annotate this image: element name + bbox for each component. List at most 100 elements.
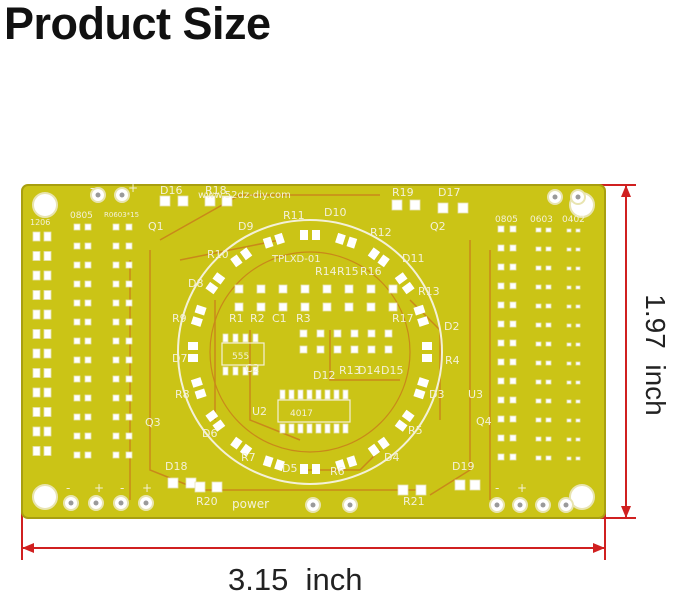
ring-led-pad <box>413 304 426 316</box>
smd-pad <box>43 270 52 281</box>
smd-pad <box>497 358 505 366</box>
ring-led-pad <box>367 247 381 261</box>
silkscreen-ref-label: D11 <box>402 252 424 265</box>
terminal-drill <box>143 500 149 506</box>
smd-pad <box>306 389 313 400</box>
smd-pad <box>125 261 133 269</box>
ring-led-pad <box>274 232 285 245</box>
smd-pad <box>535 246 542 252</box>
silkscreen-polarity-mark: + <box>128 181 138 195</box>
silkscreen-pad-size: 0603 <box>530 215 553 225</box>
ring-led-pad <box>194 388 207 400</box>
smd-pad <box>333 389 340 400</box>
smd-pad <box>43 309 52 320</box>
smd-pad <box>344 284 354 294</box>
smd-pad <box>509 282 517 290</box>
silkscreen-ref-label: R11 <box>283 209 305 222</box>
smd-pad <box>535 379 542 385</box>
silkscreen-website: www.52dz-diy.com <box>198 190 291 201</box>
smd-pad <box>509 453 517 461</box>
smd-pad <box>545 341 552 347</box>
smd-pad <box>575 247 581 252</box>
silkscreen-ref-label: D7 <box>172 352 187 365</box>
smd-pad <box>497 282 505 290</box>
smd-pad <box>367 345 376 354</box>
smd-pad <box>232 366 239 376</box>
smd-pad <box>454 479 466 491</box>
smd-pad <box>43 446 52 456</box>
smd-pad <box>84 394 92 402</box>
smd-pad <box>566 342 572 347</box>
smd-pad <box>43 426 52 437</box>
smd-pad <box>509 263 517 271</box>
smd-pad <box>397 484 409 496</box>
smd-pad <box>297 389 304 400</box>
smd-pad <box>566 361 572 366</box>
led-ring-outline <box>177 219 443 485</box>
smd-pad <box>73 451 81 459</box>
smd-pad <box>575 399 581 404</box>
smd-pad <box>125 432 133 440</box>
silkscreen-ref-label: R13 <box>418 285 440 298</box>
smd-pad <box>43 231 52 242</box>
smd-pad <box>535 341 542 347</box>
smd-pad <box>32 446 41 456</box>
terminal-drill <box>95 192 101 198</box>
ring-led-pad <box>205 409 219 423</box>
smd-pad <box>324 389 331 400</box>
smd-pad <box>545 322 552 328</box>
smd-pad <box>350 345 359 354</box>
silkscreen-ref-label: Q2 <box>430 220 446 233</box>
smd-pad <box>125 413 133 421</box>
smd-pad <box>300 302 310 312</box>
silkscreen-ref-label: R7 <box>241 451 256 464</box>
smd-pad <box>509 396 517 404</box>
smd-pad <box>112 280 120 288</box>
smd-pad <box>545 379 552 385</box>
silkscreen-ref-label: R15 <box>337 265 359 278</box>
ring-led-pad <box>401 281 415 295</box>
smd-pad <box>535 303 542 309</box>
ring-led-pad <box>300 230 308 240</box>
terminal-drill <box>517 502 523 508</box>
smd-pad <box>112 451 120 459</box>
smd-pad <box>575 266 581 271</box>
smd-pad <box>278 302 288 312</box>
silkscreen-pad-size: 1206 <box>30 218 50 227</box>
smd-pad <box>333 329 342 338</box>
smd-pad <box>575 361 581 366</box>
silkscreen-pad-size: 0402 <box>562 215 585 225</box>
silkscreen-ref-label: C1 <box>272 312 287 325</box>
silkscreen-ref-label: R8 <box>175 388 190 401</box>
smd-pad <box>297 423 304 434</box>
smd-pad <box>234 302 244 312</box>
silkscreen-ref-label: D19 <box>452 460 474 473</box>
copper-trace <box>329 330 400 381</box>
smd-pad <box>32 231 41 242</box>
smd-pad <box>535 284 542 290</box>
smd-pad <box>566 437 572 442</box>
smd-pad <box>204 195 216 207</box>
smd-pad <box>497 263 505 271</box>
silkscreen-polarity-mark: - <box>120 481 124 495</box>
terminal-drill <box>563 502 569 508</box>
smd-pad <box>73 223 81 231</box>
ring-led-pad <box>239 443 253 457</box>
smd-pad <box>73 299 81 307</box>
smd-pad <box>84 432 92 440</box>
smd-pad <box>366 302 376 312</box>
smd-pad <box>497 377 505 385</box>
ring-led-pad <box>188 354 198 362</box>
smd-pad <box>322 302 332 312</box>
silkscreen-ref-label: R14 <box>315 265 337 278</box>
smd-pad <box>84 356 92 364</box>
silkscreen-polarity-mark: - <box>90 181 94 195</box>
smd-pad <box>575 418 581 423</box>
smd-pad <box>288 389 295 400</box>
smd-pad <box>125 356 133 364</box>
mounting-hole <box>569 484 595 510</box>
smd-pad <box>566 323 572 328</box>
smd-pad <box>545 265 552 271</box>
smd-pad <box>43 407 52 417</box>
silkscreen-pad-size: 0805 <box>70 211 93 221</box>
